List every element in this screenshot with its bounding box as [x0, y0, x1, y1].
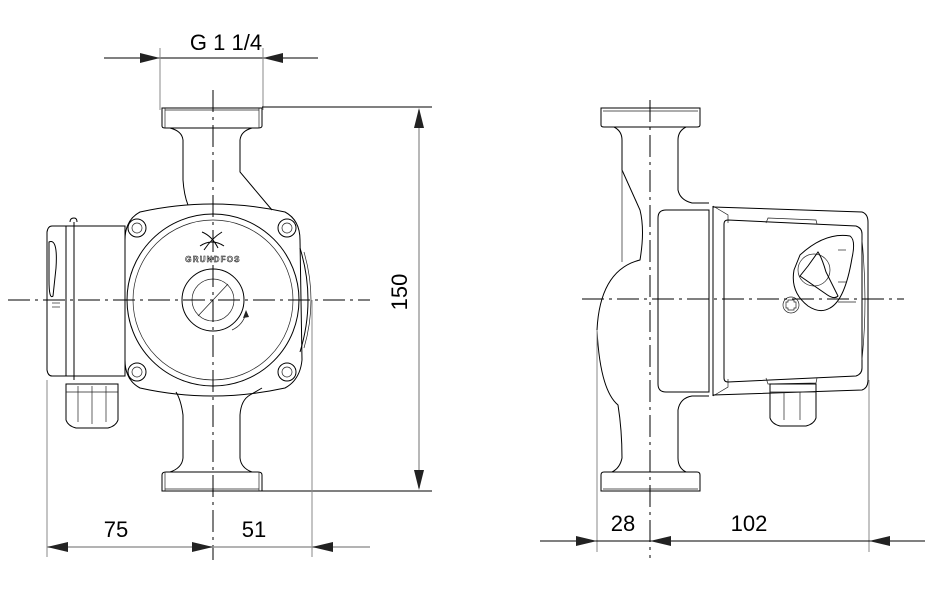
side-right-dimension-label: 102 [731, 511, 768, 536]
height-dimension: 150 [262, 106, 432, 492]
brand-logo-text: GRUNDFOS [185, 255, 240, 264]
side-motor-housing [712, 206, 869, 396]
front-right-dimension-label: 51 [242, 517, 266, 542]
top-flange [161, 107, 273, 211]
height-dimension-label: 150 [387, 274, 412, 311]
grundfos-logo-icon [199, 231, 225, 251]
side-width-dimensions: 28 102 [540, 330, 925, 552]
terminal-box [46, 217, 126, 429]
side-bottom-flange [600, 471, 701, 492]
front-left-dimension-label: 75 [104, 517, 128, 542]
side-left-dimension-label: 28 [611, 511, 635, 536]
thread-dimension-label: G 1 1/4 [190, 30, 262, 55]
front-view: G 1 1/4 [8, 30, 432, 560]
speed-selector-knob-icon [792, 234, 856, 312]
front-width-dimensions: 75 51 [46, 300, 370, 557]
bolt-holes [127, 218, 297, 382]
bottom-flange [161, 387, 263, 492]
screw-icon [782, 296, 800, 314]
side-cable-gland [769, 383, 817, 427]
cable-gland [65, 383, 119, 429]
side-view: 28 102 [540, 100, 925, 558]
side-motor-flange [657, 209, 710, 393]
thread-dimension: G 1 1/4 [104, 30, 318, 110]
side-top-flange [600, 107, 701, 128]
